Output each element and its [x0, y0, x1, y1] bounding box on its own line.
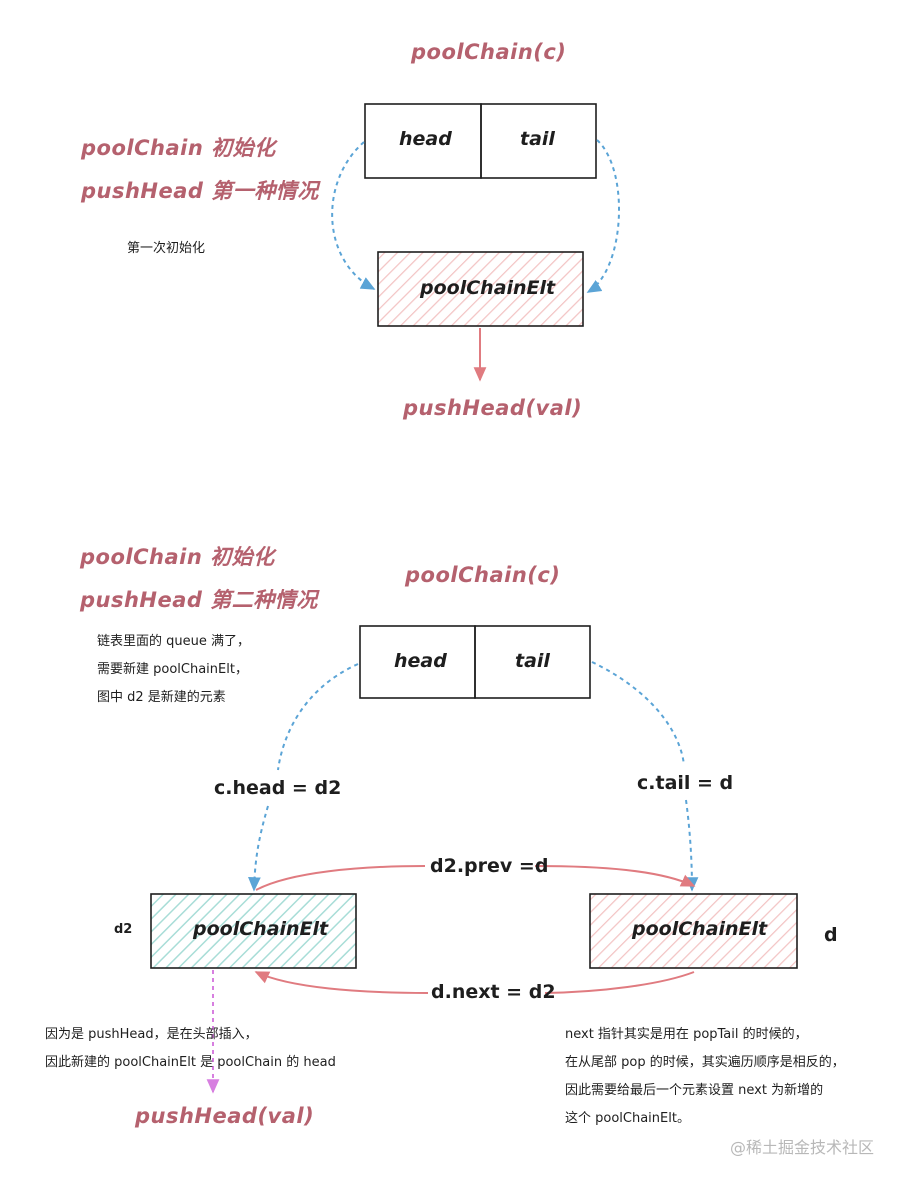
d2-notes: 链表里面的 queue 满了， 需要新建 poolChainElt， 图中 d2…: [97, 628, 250, 712]
d2-left-notes: 因为是 pushHead，是在头部插入， 因此新建的 poolChainElt …: [45, 1021, 336, 1077]
d2-prev-label: d2.prev =d: [430, 855, 549, 877]
d1-head-arrow: [331, 141, 376, 290]
d2-left-elt-label: poolChainElt: [193, 918, 329, 940]
d2-note-line: 链表里面的 queue 满了，: [97, 634, 250, 649]
d-node-label: d: [824, 924, 838, 946]
d2-right-elt-box: [589, 893, 798, 969]
d1-tail-arrow: [586, 139, 620, 293]
d1-side-line1: poolChain 初始化: [81, 136, 276, 160]
d1-elt-box: [377, 251, 584, 327]
d2-note-line: 需要新建 poolChainElt，: [97, 662, 248, 677]
d1-note: 第一次初始化: [127, 241, 206, 256]
d2-next-arrow: [256, 972, 695, 994]
d1-head-label: head: [399, 128, 452, 150]
d2-right-note-line: 因此需要给最后一个元素设置 next 为新增的: [565, 1083, 824, 1098]
d2-right-notes: next 指针其实是用在 popTail 的时候的， 在从尾部 pop 的时候，…: [565, 1021, 845, 1133]
d2-right-elt-label: poolChainElt: [632, 918, 768, 940]
d1-push-label: pushHead(val): [403, 396, 583, 420]
d2-head-label: head: [394, 650, 447, 672]
d2-head-arrow: [254, 663, 359, 890]
d2-left-elt-box: [150, 893, 357, 969]
d2-left-note-line: 因为是 pushHead，是在头部插入，: [45, 1027, 258, 1042]
d2-right-note-line: next 指针其实是用在 popTail 的时候的，: [565, 1027, 808, 1042]
d1-side-line2: pushHead 第一种情况: [81, 179, 319, 203]
d2-right-note-line: 在从尾部 pop 的时候，其实遍历顺序是相反的，: [565, 1055, 845, 1070]
d2-push-label: pushHead(val): [135, 1104, 315, 1128]
d1-tail-box: [480, 103, 597, 179]
d2-title: poolChain(c): [405, 563, 561, 587]
d1-tail-label: tail: [520, 128, 555, 150]
d2-node-label: d2: [114, 922, 133, 937]
d2-tail-label: tail: [515, 650, 550, 672]
d1-title: poolChain(c): [411, 40, 567, 64]
d2-side-line2: pushHead 第二种情况: [80, 588, 318, 612]
d2-side-line1: poolChain 初始化: [80, 545, 275, 569]
d-next-label: d.next = d2: [431, 981, 556, 1003]
d1-elt-label: poolChainElt: [420, 277, 556, 299]
d2-right-note-line: 这个 poolChainElt。: [565, 1111, 690, 1126]
d2-note-line: 图中 d2 是新建的元素: [97, 690, 226, 705]
watermark: @稀土掘金技术社区: [730, 1138, 875, 1157]
c-tail-label: c.tail = d: [637, 772, 734, 794]
d2-prev-arrow: [255, 865, 694, 890]
d2-tail-box: [474, 625, 591, 699]
c-head-label: c.head = d2: [214, 777, 342, 799]
d2-left-note-line: 因此新建的 poolChainElt 是 poolChain 的 head: [45, 1055, 336, 1070]
